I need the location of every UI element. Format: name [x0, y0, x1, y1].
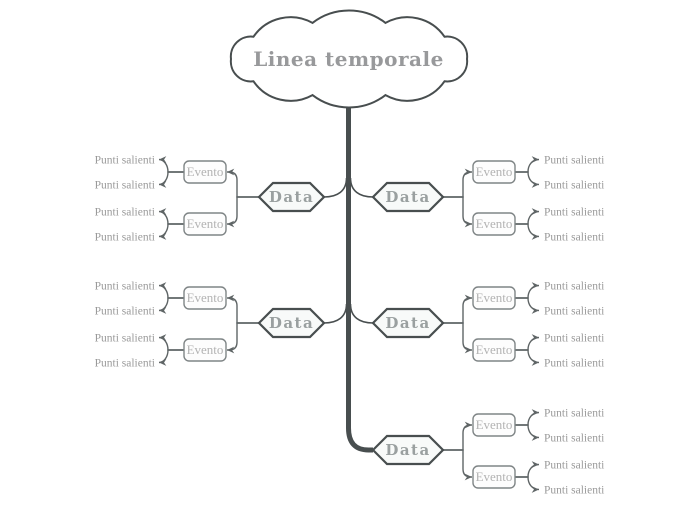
connector-evento-highlight	[158, 156, 184, 173]
evento-label: Evento	[476, 164, 513, 179]
highlight-label[interactable]: Punti salienti	[544, 281, 604, 293]
connector-data-evento	[443, 168, 472, 198]
highlight-label[interactable]: Punti salienti	[95, 232, 155, 244]
highlight-label[interactable]: Punti salienti	[95, 155, 155, 167]
evento-label: Evento	[187, 290, 224, 305]
connector-evento-highlight	[515, 171, 540, 188]
connector-data-evento	[443, 449, 472, 481]
highlight-label[interactable]: Punti salienti	[544, 433, 604, 445]
connector-evento-highlight	[515, 409, 540, 426]
evento-box[interactable]	[183, 212, 227, 236]
evento-box[interactable]	[472, 465, 516, 489]
data-hexagon[interactable]	[371, 307, 445, 339]
data-label: Data	[385, 188, 430, 206]
evento-label: Evento	[476, 290, 513, 305]
evento-label: Evento	[187, 164, 224, 179]
cloud-shape[interactable]	[229, 9, 469, 109]
highlight-label[interactable]: Punti salienti	[95, 333, 155, 345]
branch-curve	[323, 303, 348, 324]
data-label: Data	[385, 441, 430, 459]
highlight-label[interactable]: Punti salienti	[544, 155, 604, 167]
evento-label: Evento	[187, 342, 224, 357]
evento-box[interactable]	[183, 286, 227, 310]
evento-box[interactable]	[472, 160, 516, 184]
evento-box[interactable]	[472, 212, 516, 236]
connector-data-evento	[227, 168, 259, 198]
connector-evento-highlight	[515, 297, 540, 314]
data-hexagon[interactable]	[257, 181, 326, 213]
connector-data-evento	[443, 196, 472, 228]
evento-label: Evento	[476, 342, 513, 357]
evento-box[interactable]	[183, 160, 227, 184]
connector-data-evento	[443, 322, 472, 354]
evento-box[interactable]	[472, 338, 516, 362]
highlight-label[interactable]: Punti salienti	[95, 180, 155, 192]
highlight-label[interactable]: Punti salienti	[544, 460, 604, 472]
highlight-label[interactable]: Punti salienti	[95, 358, 155, 370]
data-hexagon[interactable]	[371, 434, 445, 466]
highlight-label[interactable]: Punti salienti	[544, 333, 604, 345]
connector-data-evento	[227, 322, 259, 354]
connector-evento-highlight	[515, 282, 540, 299]
data-hexagon[interactable]	[257, 307, 326, 339]
highlight-label[interactable]: Punti salienti	[544, 232, 604, 244]
timeline-title: Linea temporale	[253, 47, 444, 71]
connector-data-evento	[227, 196, 259, 228]
evento-label: Evento	[187, 216, 224, 231]
data-hexagon[interactable]	[371, 181, 445, 213]
highlight-label[interactable]: Punti salienti	[544, 408, 604, 420]
connector-evento-highlight	[158, 282, 184, 299]
evento-box[interactable]	[183, 338, 227, 362]
data-label: Data	[269, 314, 314, 332]
branch-curve	[323, 177, 348, 198]
highlight-label[interactable]: Punti salienti	[95, 207, 155, 219]
connector-evento-highlight	[515, 223, 540, 240]
highlight-label[interactable]: Punti salienti	[544, 207, 604, 219]
highlight-label[interactable]: Punti salienti	[95, 306, 155, 318]
connector-data-evento	[227, 294, 259, 324]
evento-label: Evento	[476, 216, 513, 231]
connector-evento-highlight	[515, 156, 540, 173]
evento-box[interactable]	[472, 286, 516, 310]
data-label: Data	[269, 188, 314, 206]
connector-evento-highlight	[515, 424, 540, 441]
highlight-label[interactable]: Punti salienti	[544, 180, 604, 192]
connector-evento-highlight	[158, 334, 184, 351]
connector-evento-highlight	[158, 297, 184, 314]
connector-evento-highlight	[515, 461, 540, 478]
connector-evento-highlight	[158, 208, 184, 225]
connector-evento-highlight	[515, 208, 540, 225]
branch-curve	[349, 303, 374, 324]
connector-data-evento	[443, 294, 472, 324]
highlight-label[interactable]: Punti salienti	[544, 306, 604, 318]
evento-label: Evento	[476, 469, 513, 484]
highlight-label[interactable]: Punti salienti	[544, 485, 604, 497]
highlight-label[interactable]: Punti salienti	[95, 281, 155, 293]
connector-evento-highlight	[515, 349, 540, 366]
evento-box[interactable]	[472, 413, 516, 437]
connector-evento-highlight	[515, 334, 540, 351]
connector-evento-highlight	[158, 223, 184, 240]
connector-evento-highlight	[158, 349, 184, 366]
connector-evento-highlight	[158, 171, 184, 188]
connector-evento-highlight	[515, 476, 540, 493]
evento-label: Evento	[476, 417, 513, 432]
highlight-label[interactable]: Punti salienti	[544, 358, 604, 370]
data-label: Data	[385, 314, 430, 332]
branch-curve	[349, 177, 374, 198]
trunk-line	[346, 60, 373, 453]
connector-data-evento	[443, 421, 472, 451]
